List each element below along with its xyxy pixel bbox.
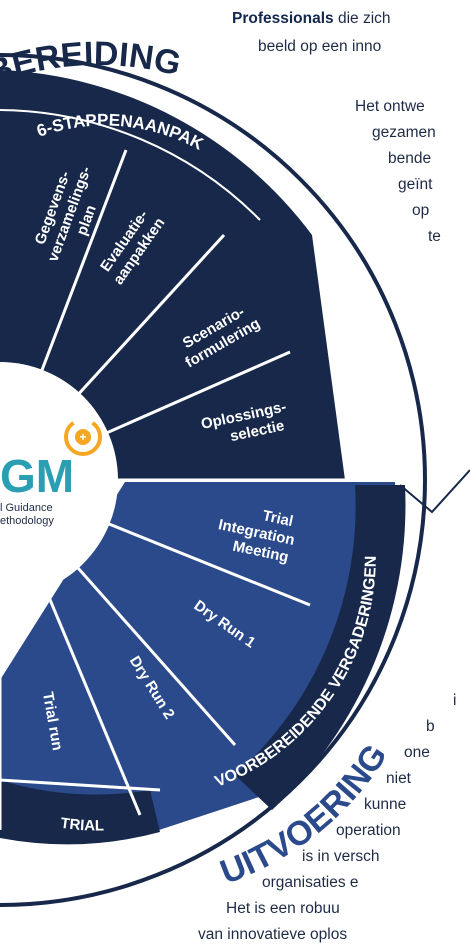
- paragraph-bottom-line: niet: [386, 770, 411, 787]
- tgm-logo: + GM l Guidance ethodology: [0, 418, 102, 527]
- svg-text:+: +: [79, 430, 86, 444]
- intro-line-1: Professionals die zich: [232, 6, 391, 32]
- logo-sub2: ethodology: [0, 515, 54, 527]
- trial-band: [0, 780, 160, 845]
- logo-sub1: l Guidance: [0, 502, 53, 514]
- logo-letters: GM: [0, 450, 74, 502]
- intro-line-2: beeld op een inno: [258, 38, 382, 55]
- paragraph-bottom-line: b: [426, 718, 435, 735]
- meetings-band: [235, 485, 406, 810]
- paragraph-top-line: geïnt: [398, 176, 433, 193]
- segment-line: Trial: [261, 507, 295, 530]
- paragraph-bottom-line: Het is een robuu: [226, 900, 340, 917]
- paragraph-bottom-line: i: [453, 692, 457, 709]
- paragraph-top-line: bende: [388, 150, 432, 167]
- paragraph-top-line: Het ontwe: [355, 98, 425, 115]
- paragraph-bottom-line: operation: [336, 822, 401, 839]
- paragraph-top-line: te: [428, 228, 441, 245]
- paragraph-bottom-line: van innovatieve oplos: [198, 926, 348, 943]
- ring-line-1: [0, 109, 261, 221]
- intro-line1-rest: die zich: [333, 10, 391, 27]
- center-disc: [0, 362, 118, 598]
- trial-ring-label: TRIAL: [59, 815, 104, 835]
- intro-bold: Professionals: [232, 10, 334, 27]
- paragraph-bottom-line: kunne: [364, 796, 407, 813]
- paragraph-bottom-line: one: [404, 744, 430, 761]
- paragraph-top-line: gezamen: [372, 124, 436, 141]
- paragraph-top-line: op: [412, 202, 430, 219]
- six-step-region: [0, 70, 345, 480]
- paragraph-bottom-line: organisaties e: [262, 874, 359, 891]
- paragraph-bottom-line: is in versch: [302, 848, 380, 865]
- pointer-chevron: [399, 469, 470, 514]
